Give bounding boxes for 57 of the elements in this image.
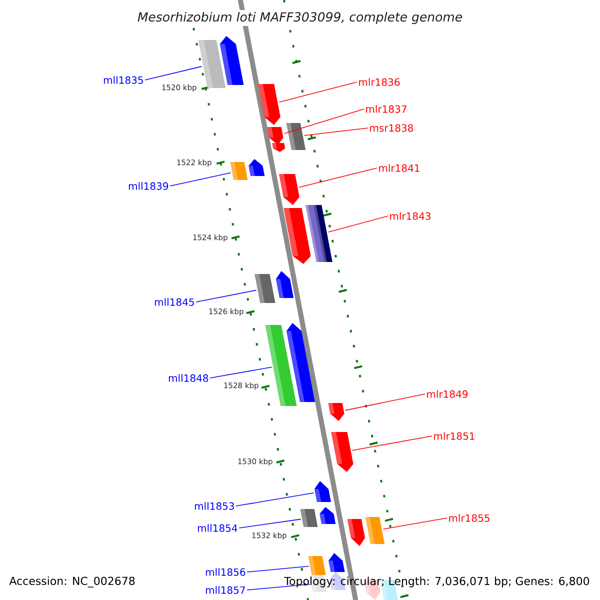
leader-line — [170, 172, 232, 186]
leader-line — [344, 394, 426, 411]
gene-block — [308, 556, 326, 575]
leader-line — [246, 584, 310, 590]
gene-block — [276, 271, 294, 298]
leader-line — [144, 66, 202, 80]
leader-line — [210, 366, 272, 378]
gene-block — [254, 274, 276, 303]
gene-block — [286, 323, 315, 402]
leader-line — [352, 436, 432, 451]
leader-line — [236, 492, 314, 506]
leader-line — [246, 566, 310, 572]
leader-line — [382, 518, 448, 530]
leader-line — [284, 108, 364, 134]
gene-block — [347, 519, 365, 546]
gene-block — [328, 553, 345, 572]
gene-label: mll1845 — [154, 298, 194, 306]
title: Mesorhizobium loti MAFF303099, complete genome — [135, 10, 465, 26]
gene-label: msr1838 — [370, 124, 414, 132]
genome-info-text: Topology: circular; Length: 7,036,071 bp; Genes: 6,800 — [284, 576, 590, 588]
gene-label: mll1853 — [194, 502, 234, 510]
gene-label: mll1856 — [206, 568, 246, 576]
leader-line — [196, 290, 257, 302]
gene-label: mlr1836 — [359, 78, 400, 86]
gene-block — [365, 517, 385, 544]
gene-label: mll1848 — [168, 374, 208, 382]
gene-label: mlr1855 — [449, 514, 490, 522]
gene-block — [314, 205, 332, 262]
gene-block — [331, 432, 354, 472]
gene-label: mlr1841 — [379, 164, 420, 172]
gene-block — [328, 403, 344, 421]
gene-block — [279, 174, 300, 205]
gene-block — [198, 40, 226, 88]
leader-line — [278, 82, 358, 103]
gene-block — [284, 208, 311, 264]
gene-block — [314, 481, 331, 502]
gene-label: mll1839 — [128, 182, 168, 190]
gene-block — [248, 159, 265, 176]
gene-block — [286, 123, 306, 150]
gene-block — [258, 84, 280, 125]
leader-line — [328, 216, 388, 232]
gene-block — [272, 143, 286, 152]
leader-line — [238, 518, 302, 528]
gene-label: mll1854 — [198, 524, 238, 532]
gene-label: mlr1843 — [390, 212, 430, 220]
gene-label: mlr1851 — [434, 432, 474, 440]
gene-block — [320, 507, 336, 524]
gene-block — [220, 36, 244, 85]
gene-label: mll1835 — [104, 76, 143, 84]
gene-label: mlr1837 — [366, 105, 406, 113]
gene-block — [300, 509, 318, 527]
gene-label: mlr1849 — [427, 390, 468, 398]
accession-text: Accession: NC_002678 — [8, 576, 136, 588]
leader-line — [304, 128, 368, 136]
leader-line — [298, 168, 378, 188]
gene-label: mll1857 — [206, 586, 245, 594]
gene-block — [230, 162, 248, 180]
